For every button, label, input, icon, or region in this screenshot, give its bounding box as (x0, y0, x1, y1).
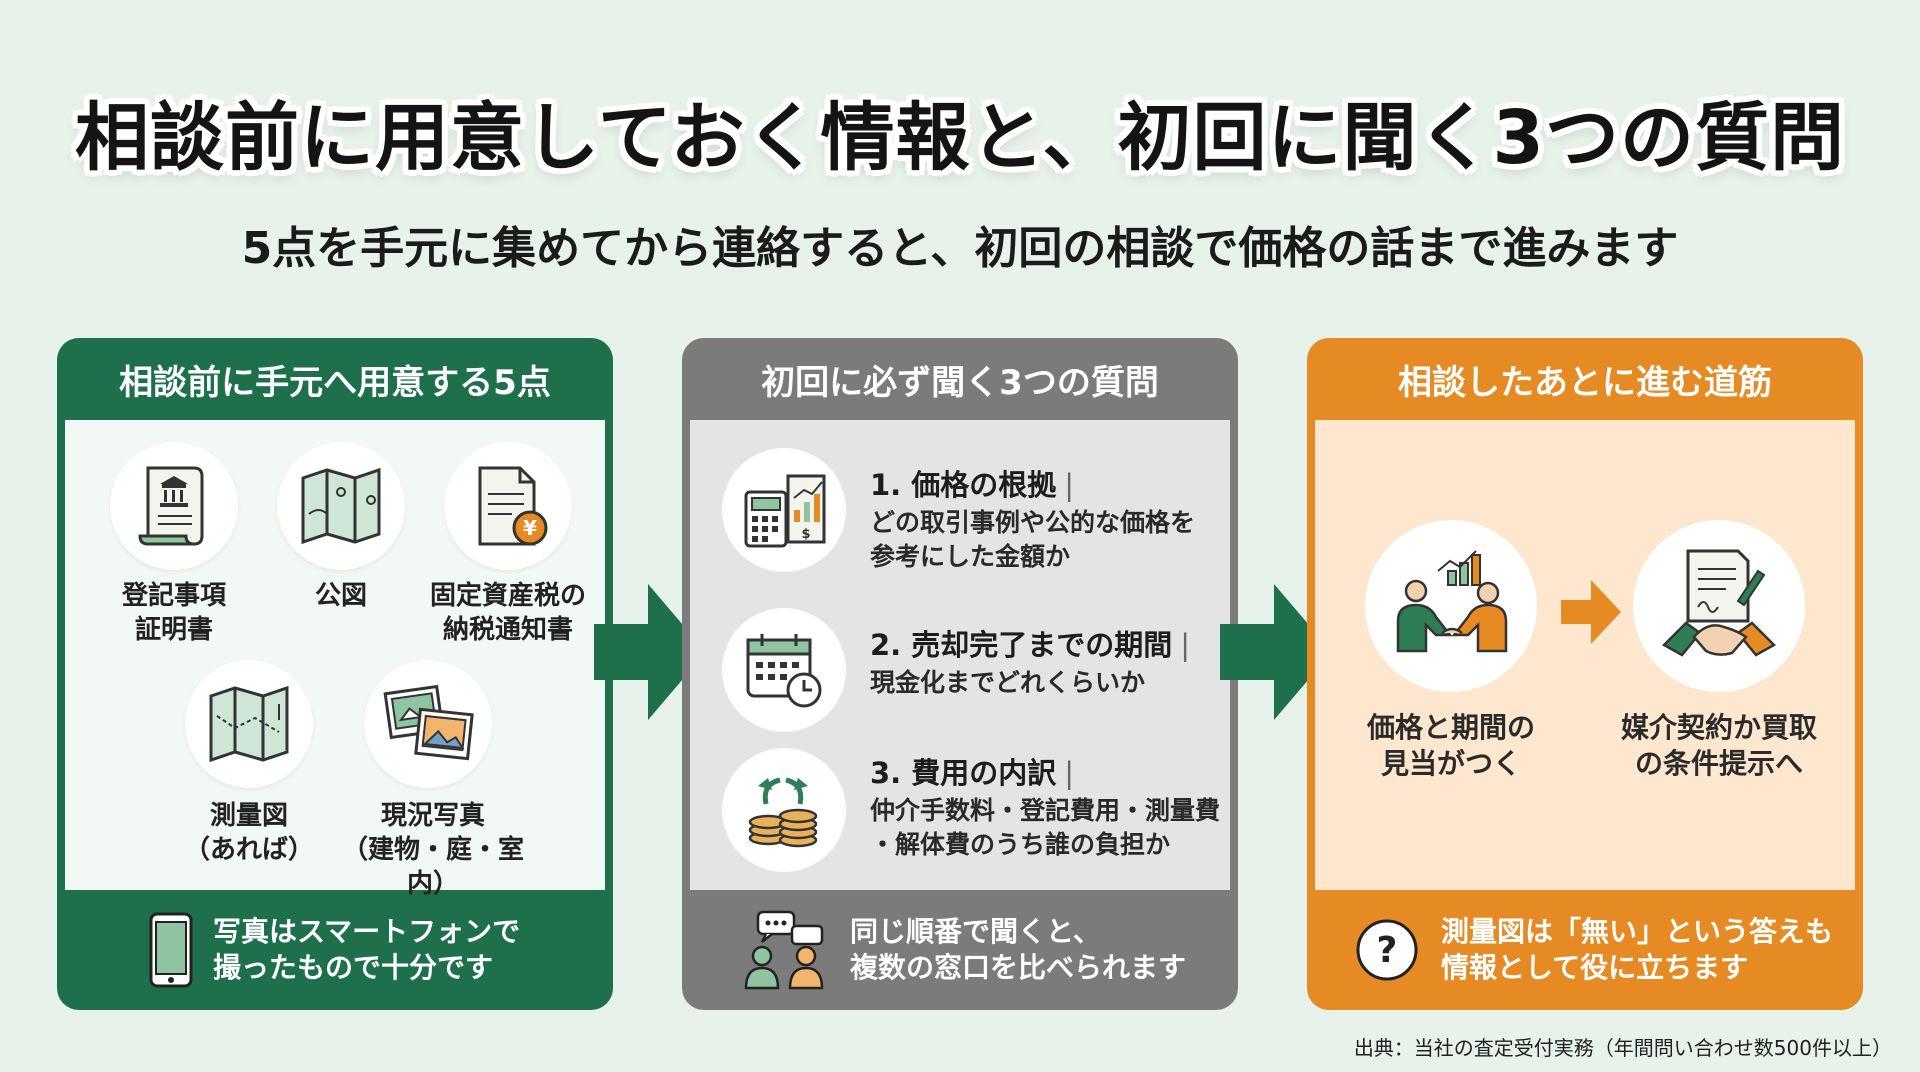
item-label: 測量図（あれば） (183, 801, 314, 865)
questions-panel-footer: 同じ順番で聞くと、 複数の窓口を比べられます (682, 890, 1238, 1010)
item-label: 固定資産税の納税通知書 (429, 581, 586, 645)
svg-text:$: $ (801, 527, 810, 542)
footer-text-line2: 複数の窓口を比べられます (850, 951, 1187, 984)
smartphone-icon (149, 912, 193, 988)
item-label: 登記事項証明書 (121, 581, 226, 645)
map-icon (277, 442, 405, 570)
page-subtitle: 5点を手元に集めてから連絡すると、初回の相談で価格の話まで進みます (241, 223, 1679, 274)
prepare-panel: 相談前に手元へ用意する5点 登記事項証明書 (57, 338, 613, 1010)
calculator-chart-icon: $ (722, 448, 846, 572)
coins-icon (722, 748, 846, 872)
after-panel: 相談したあとに進む道筋 価格と期間の見当がつく (1307, 338, 1863, 1010)
photos-icon (364, 660, 492, 788)
question-title: 3. 費用の内訳| (870, 756, 1075, 790)
footer-text-line1: 測量図は「無い」という答えも (1441, 914, 1834, 948)
after-panel-footer: ? 測量図は「無い」という答えも 情報として役に立ちます (1307, 890, 1863, 1010)
question-description: 仲介手数料・登記費用・測量費・解体費のうち誰の負担か (870, 796, 1221, 859)
svg-text:¥: ¥ (523, 516, 537, 540)
step-arrow (1561, 580, 1621, 644)
tax-notice-icon: ¥ (444, 442, 572, 570)
outcome-label: 価格と期間の見当がつく (1366, 711, 1535, 781)
chat-people-icon (742, 910, 828, 990)
item-label: 現況写真（建物・庭・室内） (341, 801, 524, 899)
flow-arrow (1220, 584, 1332, 720)
footer-text-line2: 情報として役に立ちます (1441, 951, 1749, 984)
outcome-label: 媒介契約か買取の条件提示へ (1620, 711, 1817, 781)
item-label: 公図 (314, 581, 367, 611)
flow-arrow (594, 584, 706, 720)
question-description: どの取引事例や公的な価格を参考にした金額か (870, 508, 1196, 571)
questions-panel-body: $ 1. 価格の根拠| どの取引事例や公的な価格を参考にした金額か 2. 売却完… (690, 420, 1230, 890)
prepare-panel-heading: 相談前に手元へ用意する5点 (119, 362, 551, 403)
after-panel-body: 価格と期間の見当がつく 媒介契約か買取の条件提示へ (1315, 420, 1855, 890)
after-panel-heading: 相談したあとに進む道筋 (1398, 362, 1772, 403)
calendar-clock-icon (722, 608, 846, 732)
footer-text-line1: 同じ順番で聞くと、 (850, 914, 1101, 948)
question-title: 1. 価格の根拠| (870, 468, 1075, 502)
source-note: 出典：当社の査定受付実務（年間問い合わせ数500件以上） (1353, 1036, 1892, 1060)
question-description: 現金化までどれくらいか (870, 668, 1146, 697)
survey-map-icon (185, 660, 313, 788)
questions-panel-heading: 初回に必ず聞く3つの質問 (761, 362, 1159, 403)
page-title: 相談前に用意しておく情報と、初回に聞く3つの質問 (74, 95, 1846, 181)
svg-text:?: ? (1377, 930, 1398, 971)
handshake-chart-icon (1365, 520, 1537, 692)
question-icon: ? (1355, 918, 1419, 982)
contract-handshake-icon (1633, 520, 1805, 692)
question-title: 2. 売却完了までの期間| (870, 628, 1191, 662)
questions-panel: 初回に必ず聞く3つの質問 $ 1. 価格の根拠| どの取引事例や公的な価格を参考… (682, 338, 1238, 1010)
registry-certificate-icon (110, 442, 238, 570)
footer-text-line1: 写真はスマートフォンで (213, 914, 521, 948)
footer-text-line2: 撮ったもので十分です (213, 951, 494, 984)
prepare-panel-body: 登記事項証明書 公図 ¥ (65, 420, 605, 899)
prepare-panel-footer: 写真はスマートフォンで 撮ったもので十分です (57, 890, 613, 1010)
